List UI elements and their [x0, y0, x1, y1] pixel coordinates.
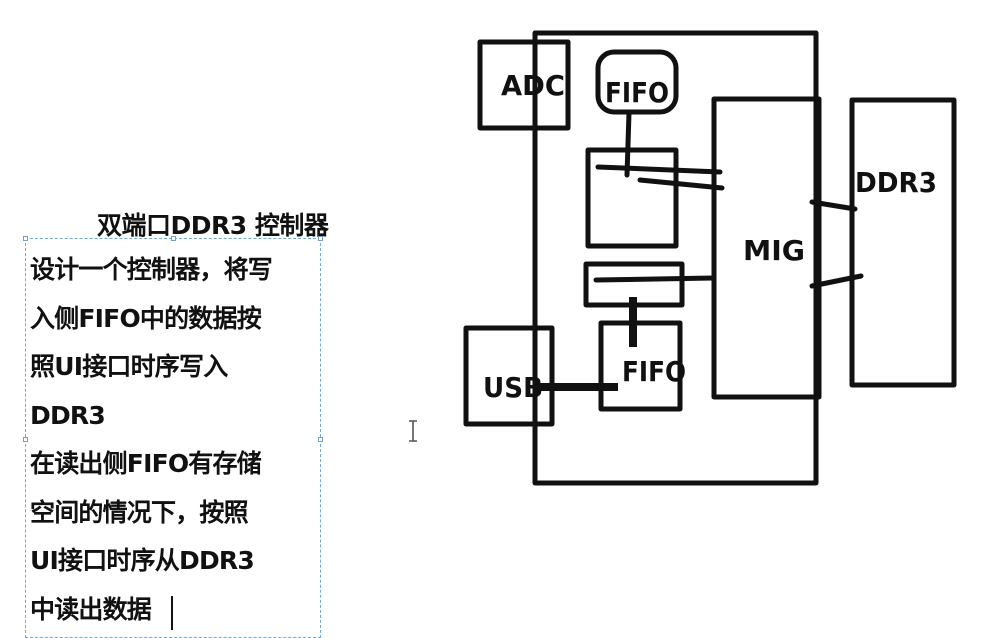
mig-box	[711, 96, 822, 400]
usb-label: USB	[483, 371, 543, 404]
mig-label: MIG	[743, 234, 805, 267]
resize-handle-middle-right[interactable]	[318, 437, 323, 442]
diagram-title: 双端口DDR3 控制器	[97, 211, 329, 240]
resize-handle-middle-left[interactable]	[23, 437, 28, 442]
write-fifo-to-controller-link	[624, 110, 632, 178]
text-line: 设计一个控制器，将写	[30, 255, 273, 284]
write-controller-stub	[595, 164, 723, 175]
adc-label: ADC	[501, 69, 565, 102]
write-fifo-label: FIFO	[605, 76, 669, 109]
usb-box	[463, 325, 555, 427]
read-controller-stub	[593, 275, 716, 283]
read-fifo-label: FIFO	[622, 355, 686, 388]
read-fifo-box	[598, 320, 683, 412]
text-line: 中读出数据	[30, 594, 152, 624]
resize-handle-top-center[interactable]	[171, 236, 176, 241]
ibeam-cursor-icon	[409, 420, 417, 442]
resize-handle-top-right[interactable]	[318, 236, 323, 241]
resize-handle-top-left[interactable]	[23, 236, 28, 241]
text-line: UI接口时序从DDR3	[30, 546, 255, 575]
adc-box	[477, 39, 571, 131]
write-controller-box	[585, 147, 679, 249]
text-caret	[171, 596, 173, 630]
fpga-outer-box	[532, 30, 819, 486]
mig-to-ddr3-lower-link	[809, 273, 864, 289]
write-fifo-box	[595, 49, 679, 115]
ddr3-box	[849, 97, 957, 388]
text-line: 照UI接口时序写入	[30, 352, 228, 381]
text-line: 入侧FIFO中的数据按	[30, 303, 262, 333]
text-line: DDR3	[30, 400, 106, 430]
text-line: 在读出侧FIFO有存储	[30, 449, 262, 478]
write-controller-to-mig-link	[637, 177, 725, 191]
text-line: 空间的情况下，按照	[30, 497, 249, 527]
ddr3-label: DDR3	[855, 166, 937, 199]
mig-to-ddr3-upper-link	[809, 199, 858, 212]
description-text[interactable]: 设计一个控制器，将写 入侧FIFO中的数据按 照UI接口时序写入 DDR3 在读…	[30, 246, 273, 634]
